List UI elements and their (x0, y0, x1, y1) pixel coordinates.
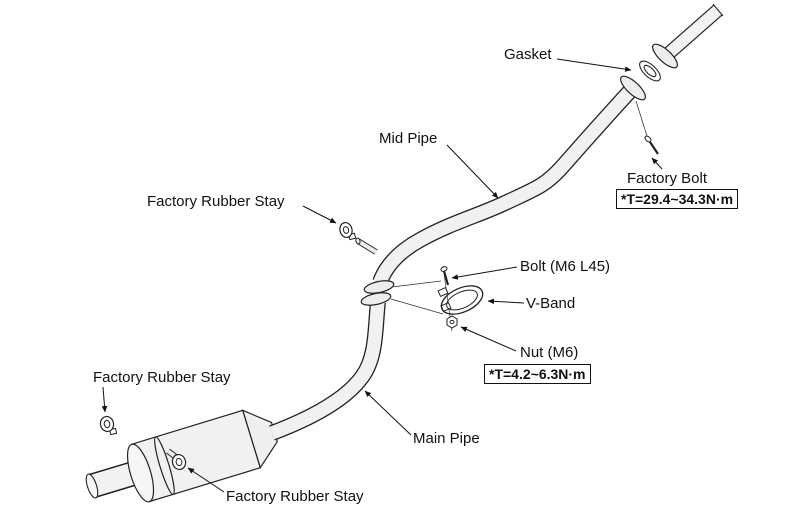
flange-mid-pipe (620, 75, 646, 101)
bolt-m6-part (440, 266, 450, 286)
label-v-band: V-Band (526, 295, 576, 312)
arrow-rubber-stay-top (302, 205, 337, 224)
label-factory-rubber-stay-left: Factory Rubber Stay (93, 369, 231, 386)
muffler (126, 409, 278, 503)
label-factory-rubber-stay-bottom: Factory Rubber Stay (226, 488, 364, 505)
nut-m6-torque-spec: *T=4.2~6.3N·m (484, 364, 591, 384)
muffler-seam (154, 436, 175, 495)
factory-bolt-part (635, 100, 659, 155)
arrow-mid-pipe (446, 144, 499, 199)
label-nut-m6: Nut (M6) (520, 344, 579, 361)
main-pipe (269, 301, 386, 441)
label-gasket: Gasket (504, 46, 552, 63)
v-band-clamp (437, 285, 484, 315)
construction-lines (390, 265, 453, 332)
factory-bolt-torque-spec: *T=29.4~34.3N·m (616, 189, 739, 209)
label-bolt-m6: Bolt (M6 L45) (520, 258, 611, 275)
label-main-pipe: Main Pipe (413, 430, 480, 447)
rubber-stay-top (339, 221, 378, 255)
arrow-rubber-stay-bottom (187, 467, 225, 493)
rubber-stay-bottom (166, 448, 187, 471)
clamp-lug-upper (437, 286, 449, 298)
nut-m6-part (446, 315, 458, 329)
arrow-factory-bolt (651, 157, 663, 170)
leader-arrows (101, 58, 663, 493)
mid-pipe (372, 84, 637, 286)
flange-factory (652, 43, 678, 69)
rubber-stay-left (99, 415, 118, 436)
muffler-end-cap (126, 443, 155, 503)
label-factory-bolt: Factory Bolt (627, 170, 708, 187)
arrow-main-pipe (364, 390, 412, 436)
factory-pipe (663, 3, 724, 60)
arrow-v-band (487, 298, 525, 305)
arrow-bolt-m6 (451, 266, 518, 280)
arrow-nut-m6 (460, 326, 517, 352)
label-mid-pipe: Mid Pipe (379, 130, 438, 147)
joint-flange-upper (363, 280, 395, 294)
gasket-part (639, 60, 661, 82)
v-band-joint (360, 280, 395, 306)
label-factory-rubber-stay-top: Factory Rubber Stay (147, 193, 285, 210)
arrow-rubber-stay-left (101, 386, 108, 413)
arrow-gasket (556, 58, 632, 72)
